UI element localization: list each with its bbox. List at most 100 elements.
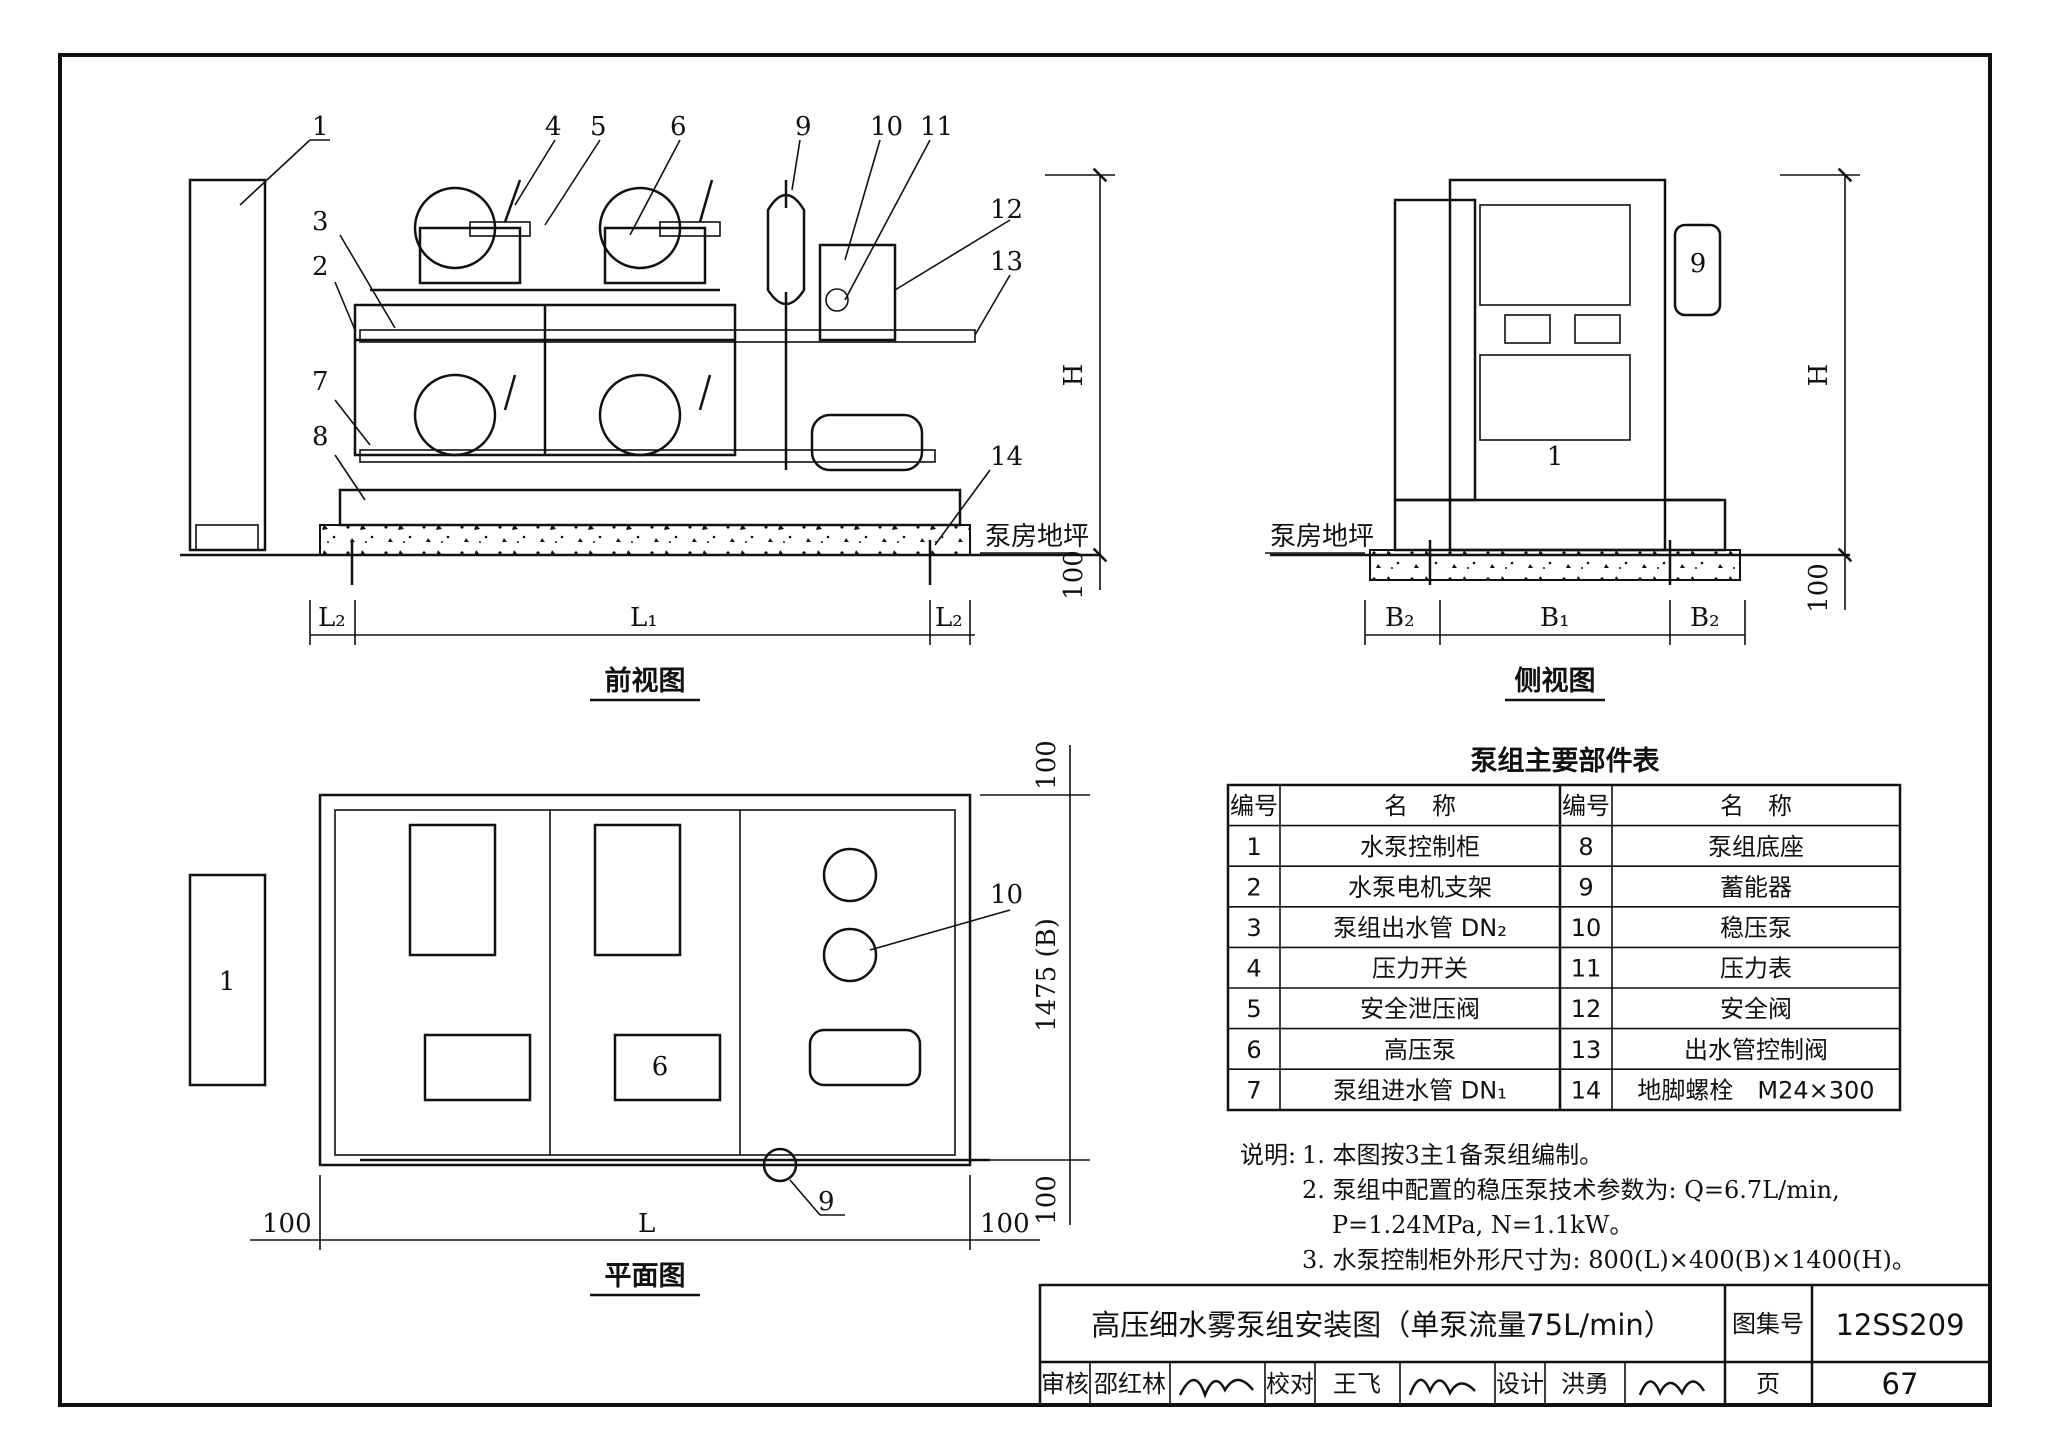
parts-table-cell: 泵组出水管 DN₂ — [1333, 914, 1507, 942]
front-floor-label: 泵房地坪 — [985, 522, 1089, 552]
cabinet-indicator-panel — [1479, 204, 1631, 306]
notes-label: 说明: — [1240, 1141, 1296, 1169]
callout-3: 3 — [312, 207, 329, 237]
check-signature — [1408, 1378, 1476, 1396]
notes: 说明: 1. 本图按3主1备泵组编制。 2. 泵组中配置的稳压泵技术参数为: Q… — [1240, 1141, 1916, 1274]
front-dim-base: 100 — [1059, 550, 1089, 600]
plan-pump-label: 6 — [652, 1052, 669, 1082]
parts-table-cell: 10 — [1571, 914, 1602, 942]
front-callouts: 1 2 3 4 5 6 7 8 9 10 11 12 13 1 — [239, 112, 1023, 546]
parts-table-cell: 9 — [1578, 873, 1593, 901]
design-name: 洪勇 — [1561, 1370, 1609, 1398]
design-label: 设计 — [1496, 1370, 1544, 1398]
check-name: 王飞 — [1333, 1370, 1381, 1398]
callout-10: 10 — [870, 112, 903, 142]
outlet-pipe — [359, 329, 976, 343]
side-dim-b2-left: B₂ — [1385, 603, 1415, 633]
plan-pump-2 — [613, 1033, 722, 1102]
cabinet-switch-panel — [1479, 354, 1631, 441]
parts-table-cell: 压力开关 — [1372, 955, 1468, 983]
plan-dim-right: 100 — [980, 1209, 1030, 1239]
plan-control-cabinet — [188, 873, 267, 1087]
accumulator — [766, 193, 806, 306]
review-label: 审核 — [1041, 1370, 1089, 1398]
page-label: 页 — [1756, 1370, 1780, 1398]
front-dim-l2-right: L₂ — [935, 603, 963, 633]
plan-callout-9: 9 — [818, 1187, 835, 1217]
plan-motor-2 — [593, 823, 682, 957]
parts-table-cell: 14 — [1571, 1076, 1602, 1104]
parts-table-cell: 高压泵 — [1384, 1036, 1456, 1064]
design-signature — [1638, 1380, 1706, 1396]
parts-table: 泵组主要部件表 编号 名 称 编号 名 称 1 水泵控制柜 8 泵组底座 2 水泵电机支架 9 蓄能器… — [1226, 745, 1902, 1112]
callout-11: 11 — [920, 112, 953, 142]
note-3: 3. 水泵控制柜外形尺寸为: 800(L)×400(B)×1400(H)。 — [1302, 1246, 1916, 1274]
plan-dim-top: 100 — [1032, 740, 1062, 790]
front-dim-h: H — [1059, 364, 1089, 387]
parts-table-cell: 12 — [1571, 995, 1602, 1023]
callout-14: 14 — [990, 442, 1023, 472]
side-view: 1 9 泵房地坪 H 100 B₂ B₁ B₂ 侧视图 — [1265, 167, 1860, 702]
parts-table-header: 名 称 — [1384, 792, 1456, 820]
parts-table-cell: 压力表 — [1720, 955, 1792, 983]
parts-table-cell: 蓄能器 — [1720, 873, 1792, 901]
callout-12: 12 — [990, 195, 1023, 225]
note-2-cont: P=1.24MPa, N=1.1kW。 — [1332, 1211, 1633, 1239]
callout-13: 13 — [990, 247, 1023, 277]
front-view-title: 前视图 — [605, 665, 686, 697]
front-dim-l2-left: L₂ — [318, 603, 346, 633]
parts-table-cell: 4 — [1246, 955, 1261, 983]
callout-8: 8 — [312, 422, 329, 452]
review-name: 邵红林 — [1094, 1370, 1166, 1398]
parts-table-cell: 1 — [1246, 833, 1261, 861]
callout-7: 7 — [312, 367, 329, 397]
title-block: 高压细水雾泵组安装图（单泵流量75L/min） 图集号 12SS209 审核 邵… — [1038, 1283, 1992, 1407]
jockey-pump — [818, 243, 897, 342]
control-cabinet — [188, 178, 267, 552]
side-cabinet-label: 1 — [1547, 442, 1564, 472]
plan-pump-1 — [423, 1033, 532, 1102]
page-number: 67 — [1882, 1367, 1919, 1401]
note-1: 1. 本图按3主1备泵组编制。 — [1302, 1141, 1603, 1169]
parts-table-cell: 11 — [1571, 955, 1602, 983]
pump-lower-2 — [598, 373, 682, 457]
parts-table-cell: 5 — [1246, 995, 1261, 1023]
parts-table-cell: 泵组底座 — [1708, 833, 1804, 861]
callout-4: 4 — [545, 112, 562, 142]
callout-9: 9 — [795, 112, 812, 142]
parts-table-cell: 7 — [1246, 1076, 1261, 1104]
parts-table-cell: 出水管控制阀 — [1684, 1036, 1828, 1064]
drawing-title: 高压细水雾泵组安装图（单泵流量75L/min） — [1091, 1308, 1673, 1342]
callout-1: 1 — [312, 112, 329, 142]
parts-table-cell: 2 — [1246, 873, 1261, 901]
plan-motor-1 — [408, 823, 497, 957]
plan-callout-10: 10 — [990, 880, 1023, 910]
callout-5: 5 — [590, 112, 607, 142]
side-dim-base: 100 — [1804, 563, 1834, 613]
parts-table-cell: 8 — [1578, 833, 1593, 861]
parts-table-cell: 安全泄压阀 — [1360, 995, 1480, 1023]
plan-cabinet-label: 1 — [219, 967, 236, 997]
check-label: 校对 — [1266, 1370, 1314, 1398]
parts-table-header: 编号 — [1230, 792, 1278, 820]
parts-table-cell: 水泵电机支架 — [1348, 873, 1492, 901]
side-view-title: 侧视图 — [1515, 666, 1596, 697]
parts-table-header: 编号 — [1562, 792, 1610, 820]
parts-table-cell: 稳压泵 — [1720, 914, 1792, 942]
side-dim-h: H — [1804, 364, 1834, 387]
callout-6: 6 — [670, 112, 687, 142]
plan-outline — [318, 793, 972, 1167]
plan-dim-width: 1475 (B) — [1032, 918, 1062, 1032]
parts-table-title: 泵组主要部件表 — [1471, 745, 1660, 777]
parts-table-header: 名 称 — [1720, 792, 1792, 820]
side-floor-label: 泵房地坪 — [1270, 522, 1374, 552]
plan-view: 1 6 10 9 100 1475 (B) 100 100 L — [188, 740, 1090, 1297]
parts-table-cell: 水泵控制柜 — [1360, 833, 1480, 861]
pump-lower-1 — [413, 373, 497, 457]
parts-table-cell: 泵组进水管 DN₁ — [1333, 1076, 1507, 1104]
side-dim-b2-right: B₂ — [1690, 603, 1720, 633]
plan-dim-left: 100 — [262, 1209, 312, 1239]
parts-table-cell: 安全阀 — [1720, 995, 1792, 1023]
plan-view-title: 平面图 — [605, 1261, 686, 1292]
